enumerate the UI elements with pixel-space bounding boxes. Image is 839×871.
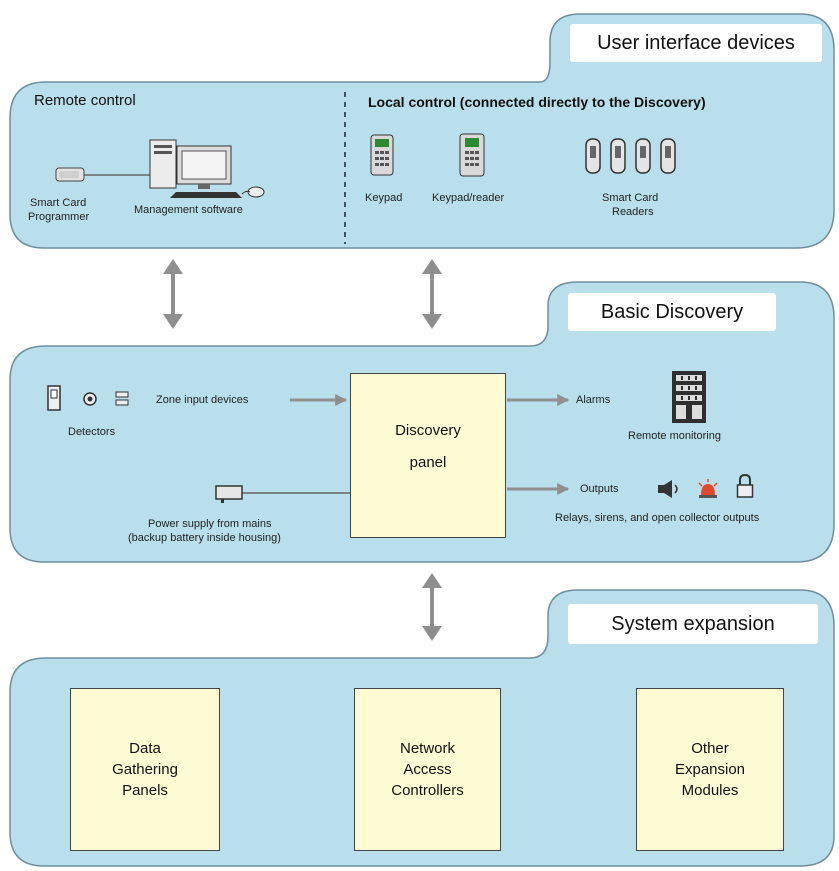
basic-discovery-title: Basic Discovery (568, 293, 776, 331)
other-expansion-modules-label-line1: Other (691, 740, 729, 757)
system-expansion-title: System expansion (568, 604, 818, 644)
user-interface-title: User interface devices (570, 24, 822, 62)
other-expansion-modules-label-line2: Expansion (674, 761, 746, 778)
power-supply-icon (215, 485, 243, 503)
network-access-controllers-label-line2: Access (403, 761, 452, 778)
local-control-title: Local control (connected directly to the… (368, 94, 706, 110)
siren-speaker-icon (658, 480, 678, 498)
network-access-controllers-label-line1: Network (399, 740, 455, 757)
lock-icon (736, 473, 754, 498)
remote-control-title: Remote control (34, 92, 136, 109)
user-interface-panel (9, 13, 835, 249)
data-gathering-panels-label-line3: Panels (122, 782, 168, 799)
network-access-controllers-label-line3: Controllers (391, 782, 464, 799)
smart-card-programmer-label-line2: Programmer (28, 211, 90, 223)
data-gathering-panels-label-line2: Gathering (112, 761, 178, 778)
keypad-label: Keypad (365, 192, 403, 204)
network-access-controllers-box: Network Access Controllers (354, 688, 501, 851)
keypad-icon (370, 134, 394, 176)
smart-card-readers-icon (585, 138, 676, 174)
detectors-icon (47, 385, 129, 411)
smart-card-programmer-label-line1: Smart Card (30, 197, 87, 209)
other-expansion-modules-label-line3: Modules (681, 782, 739, 799)
outputs-label: Outputs (580, 483, 619, 495)
remote-monitoring-label: Remote monitoring (628, 430, 721, 442)
smart-card-programmer-icon (55, 167, 85, 182)
power-supply-label-line2: (backup battery inside housing) (128, 532, 281, 544)
zone-input-label: Zone input devices (156, 394, 249, 406)
arrow-remote-to-discovery (163, 259, 183, 329)
management-software-label: Management software (134, 204, 243, 216)
detectors-label: Detectors (68, 426, 116, 438)
other-expansion-modules-box: Other Expansion Modules (636, 688, 784, 851)
discovery-panel-box: Discovery panel (350, 373, 506, 538)
keypad-reader-icon (459, 133, 485, 177)
data-gathering-panels-label-line1: Data (129, 740, 161, 757)
remote-monitoring-icon (672, 371, 706, 423)
smart-card-readers-label-line1: Smart Card (602, 192, 659, 204)
outputs-caption: Relays, sirens, and open collector outpu… (555, 512, 760, 524)
alarms-label: Alarms (576, 394, 611, 406)
strobe-light-icon (698, 479, 718, 498)
discovery-panel-label-line2: panel (409, 454, 447, 471)
discovery-panel-label-line1: Discovery (395, 422, 461, 439)
data-gathering-panels-box: Data Gathering Panels (70, 688, 220, 851)
computer-icon (149, 139, 265, 198)
keypad-reader-label: Keypad/reader (432, 192, 505, 204)
arrow-local-to-discovery (422, 259, 442, 329)
power-supply-label-line1: Power supply from mains (148, 518, 272, 530)
arrow-discovery-to-expansion (422, 573, 442, 641)
smart-card-readers-label-line2: Readers (612, 206, 654, 218)
